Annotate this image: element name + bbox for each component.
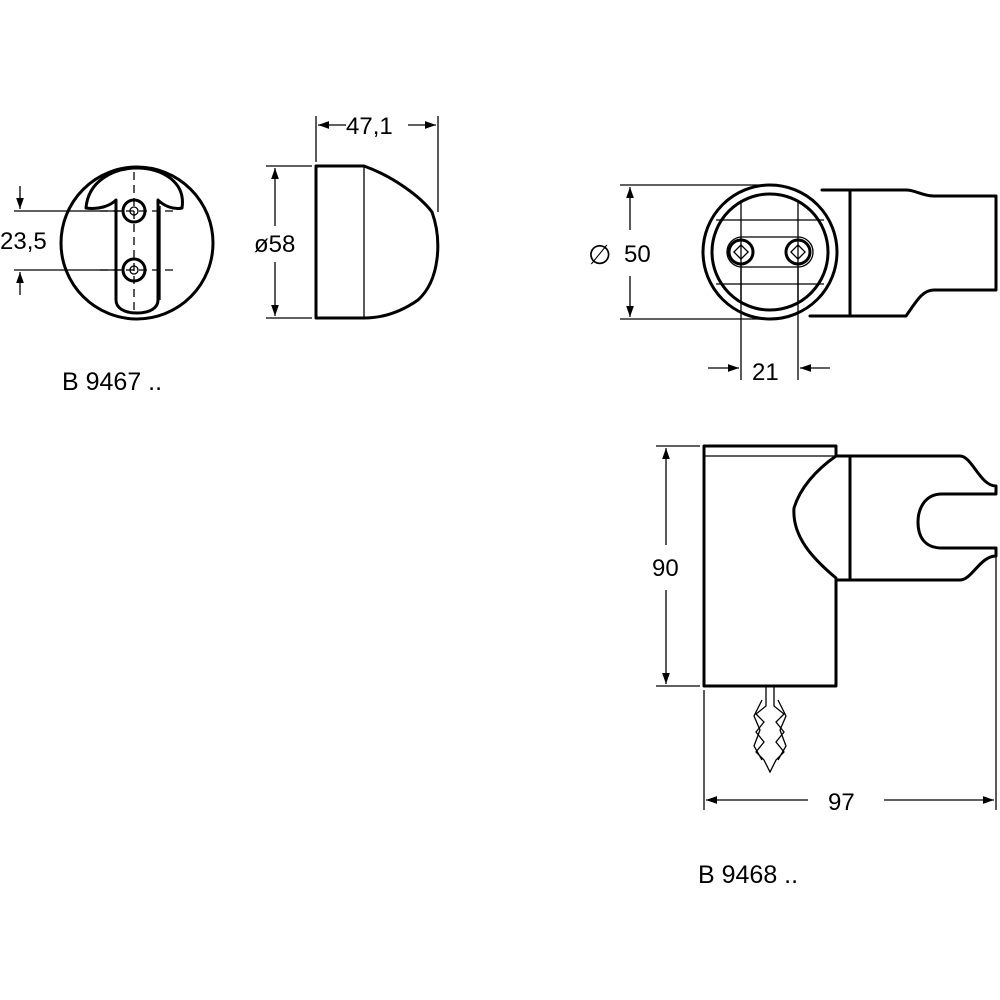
dim-ring-diameter: 50: [624, 241, 651, 268]
holder-top-view: ∅ 50 21: [588, 183, 998, 386]
base-front-view: 23,5: [0, 165, 215, 321]
dim-length: 97: [828, 789, 855, 816]
holder-side-view: 90 97: [652, 444, 998, 816]
dim-ring-hole-spacing: 21: [752, 359, 779, 386]
dim-base-diameter: ø58: [254, 231, 295, 258]
dim-depth: 47,1: [346, 113, 393, 140]
product-code-b9467: B 9467 ..: [62, 368, 162, 396]
base-side-view: 47,1 ø58: [254, 113, 440, 320]
dim-hole-spacing: 23,5: [0, 228, 47, 255]
dim-height: 90: [652, 555, 679, 582]
dim-ring-diameter-symbol: ∅: [588, 240, 612, 270]
product-code-b9468: B 9468 ..: [698, 861, 798, 889]
